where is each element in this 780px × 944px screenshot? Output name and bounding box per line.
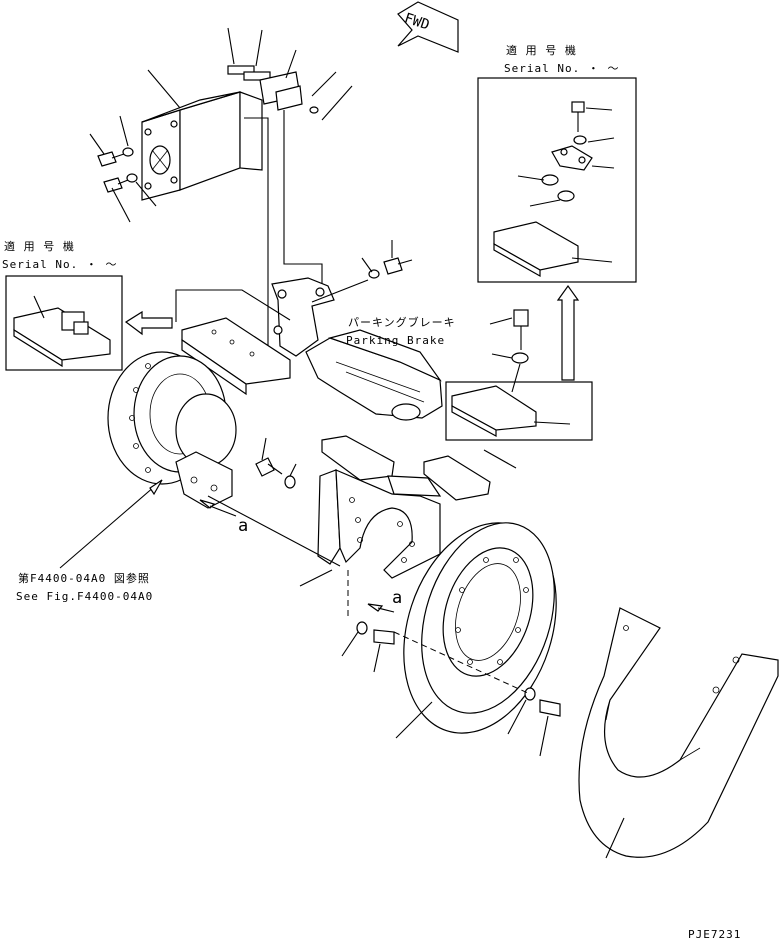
reference-leader (59, 479, 163, 569)
parking-brake-en-label: Parking Brake (346, 334, 446, 347)
drawing-code: PJE7231 (688, 928, 742, 941)
caliper-bracket (299, 435, 517, 587)
pad-bolt (489, 309, 529, 393)
marker-a-arrows (199, 499, 395, 613)
inset-right-box (477, 77, 637, 283)
parking-brake-caliper (305, 329, 443, 421)
reference-jp-label: 第F4400-04A0 図参照 (18, 572, 150, 585)
hub-bolt (255, 437, 297, 489)
disc-cover (578, 607, 779, 859)
disc-bolts (341, 621, 561, 757)
inset-left-jp-label: 適 用 号 機 (4, 240, 75, 253)
parking-brake-jp-label: パーキングブレーキ (348, 316, 456, 329)
wheel-hub (107, 351, 237, 509)
leader-lines-top (89, 27, 353, 223)
inset-right-jp-label: 適 用 号 機 (506, 44, 577, 57)
inset-left-serial-label: Serial No. ・ ～ (2, 258, 118, 271)
marker-a-label-left: a (238, 516, 249, 536)
fwd-arrow-icon (397, 1, 459, 53)
parking-brake-bracket (271, 277, 335, 357)
cylinder-mount-bolts (97, 147, 138, 193)
brake-disc (395, 522, 557, 739)
brake-pad-center (175, 289, 291, 396)
reference-en-label: See Fig.F4400-04A0 (16, 590, 154, 603)
inset-left-box (5, 275, 123, 371)
bracket-bolt (311, 240, 413, 303)
inset-right-serial-label: Serial No. ・ ～ (504, 62, 620, 75)
marker-a-label-right: a (392, 588, 403, 608)
alignment-lines (207, 495, 531, 695)
pad-detail-box (445, 381, 593, 441)
arrow-to-left-inset (124, 310, 173, 336)
brake-actuator-cylinder (141, 91, 263, 201)
cylinder-pins (227, 65, 319, 114)
arrow-to-right-inset (556, 284, 580, 381)
